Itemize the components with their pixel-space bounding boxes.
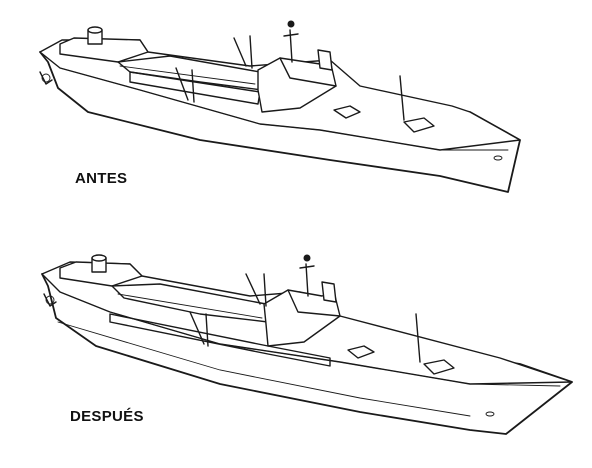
bridge-edge: [287, 289, 341, 317]
propeller: [45, 295, 55, 305]
derrick-1: [245, 273, 261, 305]
hatch-2: [423, 359, 455, 375]
bridge-edge: [279, 57, 337, 87]
deck-line: [117, 293, 263, 319]
propeller: [41, 73, 51, 83]
stern-superstructure: [59, 261, 143, 287]
label-after: DESPUÉS: [70, 408, 144, 425]
fore-mast: [399, 75, 405, 121]
bridge-tower: [321, 281, 337, 303]
funnel-top: [87, 26, 103, 34]
label-before: ANTES: [75, 170, 128, 187]
rudder: [39, 71, 53, 85]
mast: [305, 263, 309, 297]
deck-line: [119, 65, 256, 85]
derrick-4: [191, 69, 195, 103]
mast-yard: [283, 33, 299, 37]
ship-before-panel: ANTES: [0, 0, 592, 230]
hatch-1: [347, 345, 375, 359]
hawse-hole: [493, 155, 503, 161]
ship-after-panel: DESPUÉS: [0, 234, 592, 468]
hatch-1: [333, 105, 361, 119]
derrick-1: [233, 37, 247, 67]
funnel-top: [91, 254, 107, 262]
derrick-2: [263, 273, 267, 307]
ship-after-illustration: [41, 254, 573, 435]
stern-superstructure: [59, 37, 149, 63]
mast-light: [303, 254, 311, 262]
fore-mast: [415, 313, 421, 363]
bridge-tower: [317, 49, 333, 71]
waterline: [57, 321, 471, 417]
sheer-line: [59, 291, 561, 387]
hawse-hole: [485, 411, 495, 417]
cargo-rail: [129, 71, 261, 105]
derrick-2: [249, 35, 253, 69]
mast-yard: [299, 265, 315, 269]
ship-before-illustration: [39, 20, 521, 193]
mast-light: [287, 20, 295, 28]
derrick-3: [175, 67, 189, 101]
sheer-line: [59, 67, 509, 151]
rudder: [43, 293, 57, 307]
hatch-2: [403, 117, 435, 133]
